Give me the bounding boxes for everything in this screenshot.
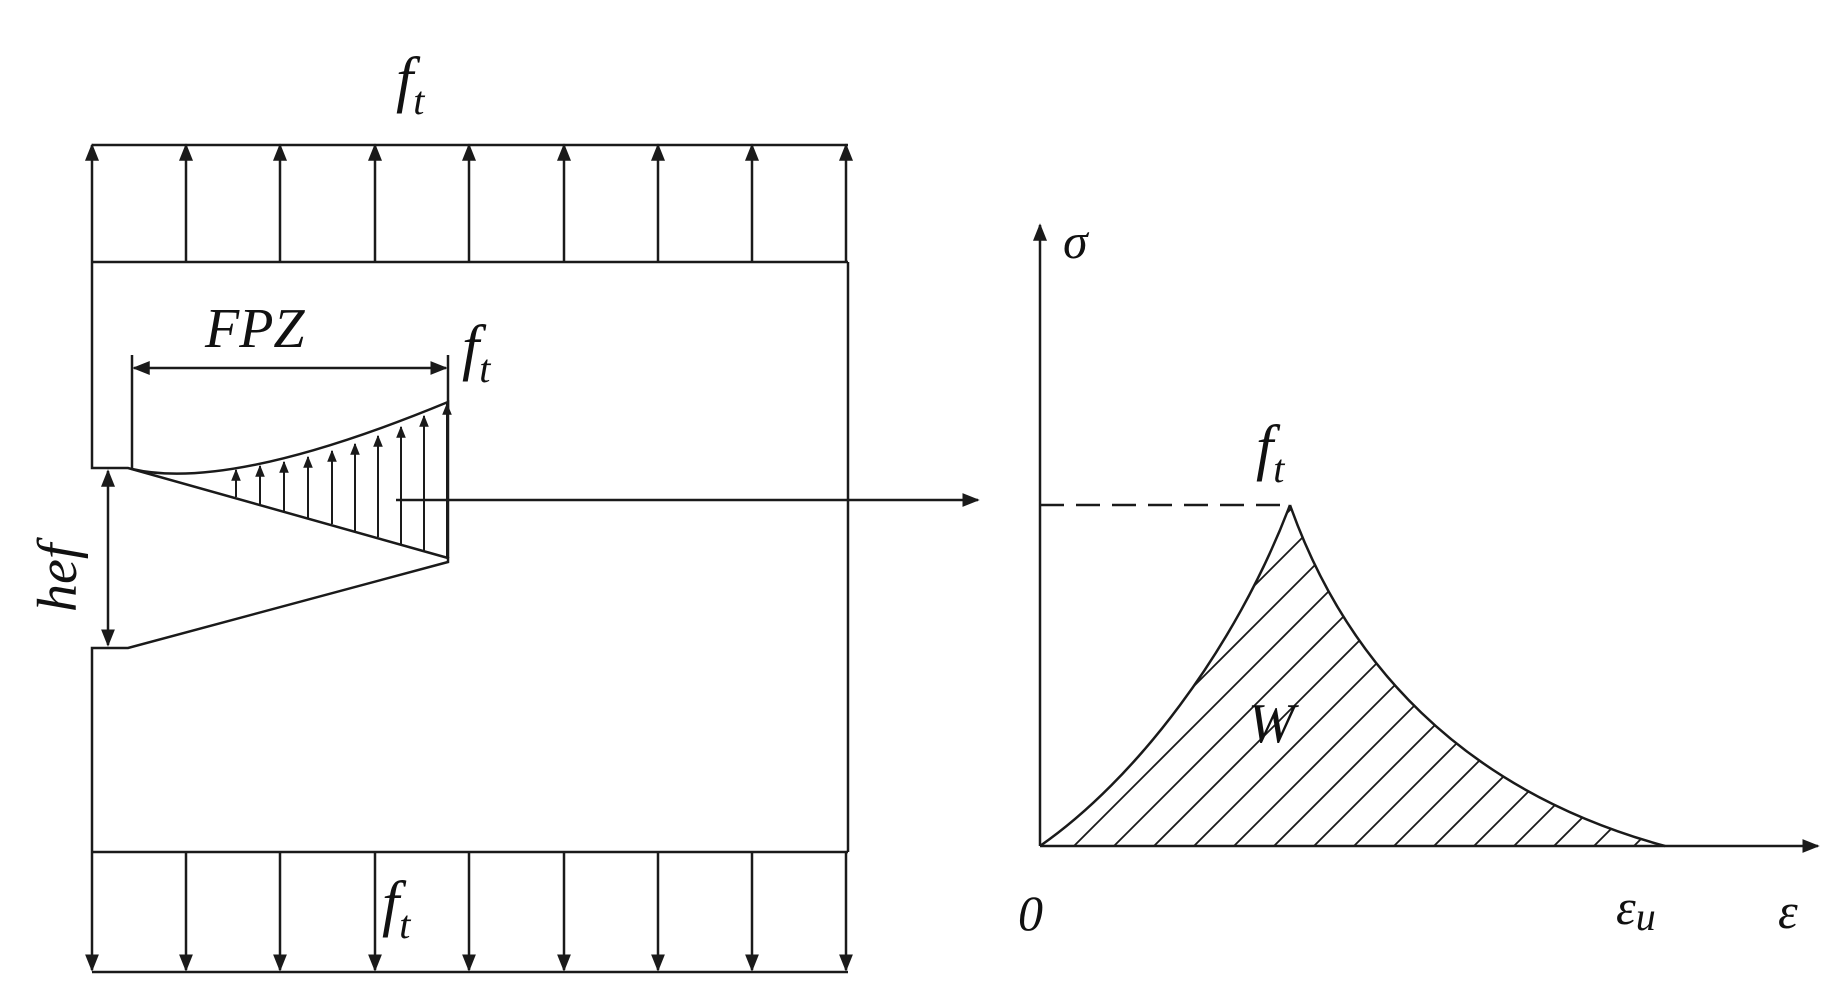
top-load-label: ft <box>396 46 425 123</box>
softening-curve <box>1288 504 1666 848</box>
curve-labels: σ ε 0 ft W εu <box>1018 213 1798 941</box>
bottom-load-arrows <box>85 852 853 972</box>
specimen-labels: ft FPZ ft hef ft <box>27 46 491 947</box>
strain-limit-label: εu <box>1616 879 1656 939</box>
top-load-arrows <box>85 143 853 262</box>
peak-label: ft <box>1256 414 1285 491</box>
cohesive-stress-envelope <box>131 400 450 558</box>
energy-area-hatching <box>1045 505 1665 846</box>
specimen-outline <box>90 262 850 852</box>
fpz-label: FPZ <box>204 298 305 360</box>
bottom-load-label: ft <box>382 870 411 947</box>
cohesive-stress-arrows <box>231 402 452 557</box>
crack-tip-label: ft <box>462 314 491 391</box>
origin-label: 0 <box>1018 885 1043 941</box>
area-label: W <box>1248 693 1299 755</box>
y-axis-label: σ <box>1063 213 1090 269</box>
x-axis-label: ε <box>1778 883 1798 939</box>
stress-strain-curve-group <box>1033 223 1820 853</box>
loading-curve <box>1039 504 1292 848</box>
specimen-group <box>85 143 980 974</box>
crack-height-label: hef <box>27 536 89 612</box>
